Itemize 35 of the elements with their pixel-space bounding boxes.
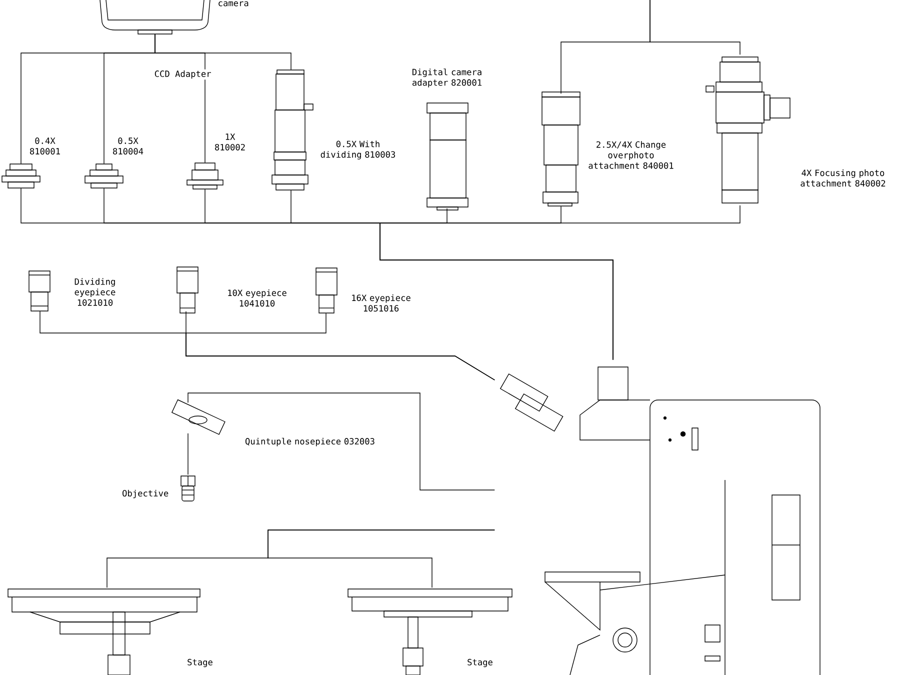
part-label: 4X Focusing photo attachment 840002	[800, 169, 886, 187]
photo-attachment-drawing	[706, 56, 790, 204]
part-label: 2.5X/4X Change overphoto attachment 840001	[588, 141, 674, 169]
photo-attachment-drawing	[542, 92, 580, 206]
part-label: Stage	[188, 658, 212, 668]
part-label: Dividing eyepiece 1021010	[74, 278, 116, 306]
part-label: Quintuple nosepiece 032003	[246, 438, 374, 446]
part-label: Stage	[468, 658, 492, 668]
part-label: 10X eyepiece 1041010	[228, 289, 286, 307]
adapter-drawing	[84, 164, 124, 188]
part-label: 1X 810002	[215, 134, 245, 150]
part-label: Digital camera adapter 820001	[412, 68, 482, 88]
connector-line	[268, 530, 495, 588]
part-label: 16X eyepiece 1051016	[352, 294, 410, 312]
group-label: CCD Adapter	[153, 69, 212, 80]
adapter-drawing	[186, 162, 224, 190]
part-label: 0.5X With dividing 810003	[320, 140, 396, 160]
eyepiece-drawing	[28, 270, 50, 312]
microscope-drawing	[500, 366, 820, 675]
connector-line	[188, 392, 495, 490]
connector-line	[380, 205, 740, 360]
connector-line	[650, 0, 740, 55]
eyepiece-drawing	[316, 268, 338, 314]
adapter-drawing	[2, 164, 40, 188]
nosepiece-drawing	[171, 399, 226, 435]
part-label: Objective	[122, 490, 168, 498]
part-label: camera	[218, 1, 248, 6]
objective-drawing	[180, 476, 196, 502]
eyepiece-drawing	[176, 266, 198, 314]
camera-drawing	[100, 0, 210, 34]
adapter-drawing	[272, 70, 314, 190]
connector-line	[154, 34, 292, 70]
part-label: 0.5X 810004	[113, 138, 144, 154]
adapter-drawing	[426, 102, 468, 210]
part-label: 0.4X 810001	[30, 138, 60, 154]
